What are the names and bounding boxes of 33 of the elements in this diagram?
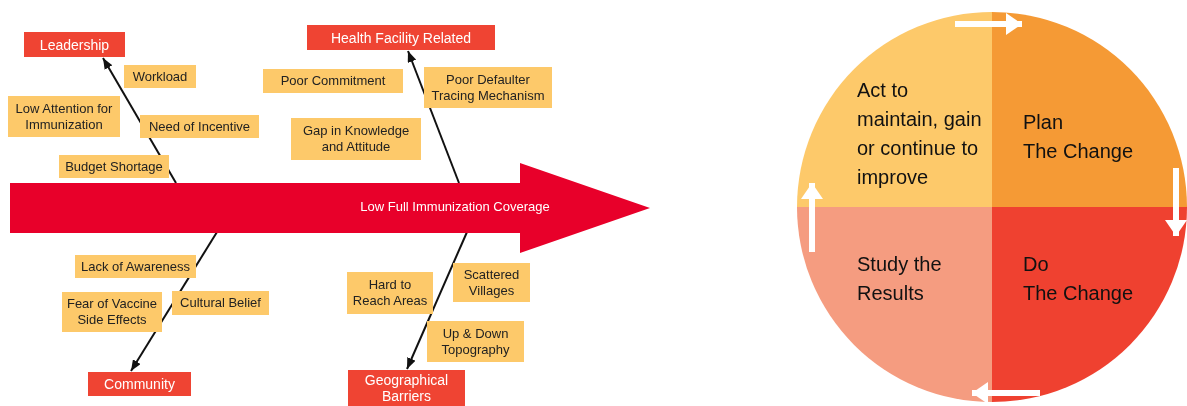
cause-box: Poor Commitment	[263, 69, 403, 93]
category-box: Health Facility Related	[307, 25, 495, 50]
step-label: Do	[1023, 252, 1050, 277]
cycle-arrow	[1165, 168, 1187, 236]
category-box: Geographical Barriers	[348, 370, 465, 406]
cause-box: Workload	[124, 65, 196, 88]
cause-box: Poor Defaulter Tracing Mechanism	[424, 67, 552, 108]
step-label: The Change	[1023, 139, 1135, 164]
cause-box: Lack of Awareness	[75, 255, 196, 278]
cycle-quadrant	[992, 207, 1187, 402]
cause-box: Hard to Reach Areas	[347, 272, 433, 314]
step-label: The Change	[1023, 281, 1135, 306]
bone-arrow	[406, 231, 468, 370]
cycle-quadrant	[992, 12, 1187, 207]
cause-box: Gap in Knowledge and Attitude	[291, 118, 421, 160]
cycle-arrow	[955, 13, 1022, 35]
fishbone-spine-arrow	[10, 163, 650, 253]
step-label: Study the Results	[857, 252, 943, 306]
bone-arrow	[407, 50, 460, 184]
cause-box: Low Attention for Immunization	[8, 96, 120, 137]
step-label: Act to maintain, gain or continue to improve	[857, 78, 983, 190]
cause-box: Scattered Villages	[453, 263, 530, 302]
cause-box: Budget Shortage	[59, 155, 169, 178]
cycle-arrow	[972, 382, 1040, 404]
category-box: Leadership	[24, 32, 125, 57]
cause-box: Need of Incentive	[140, 115, 259, 138]
effect-label: Low Full Immunization Coverage	[359, 199, 551, 214]
cause-box: Up & Down Topography	[427, 321, 524, 362]
category-box: Community	[88, 372, 191, 396]
cause-box: Fear of Vaccine Side Effects	[62, 292, 162, 332]
cycle-arrow	[801, 183, 823, 252]
step-label: Plan	[1023, 110, 1065, 135]
cause-box: Cultural Belief	[172, 291, 269, 315]
